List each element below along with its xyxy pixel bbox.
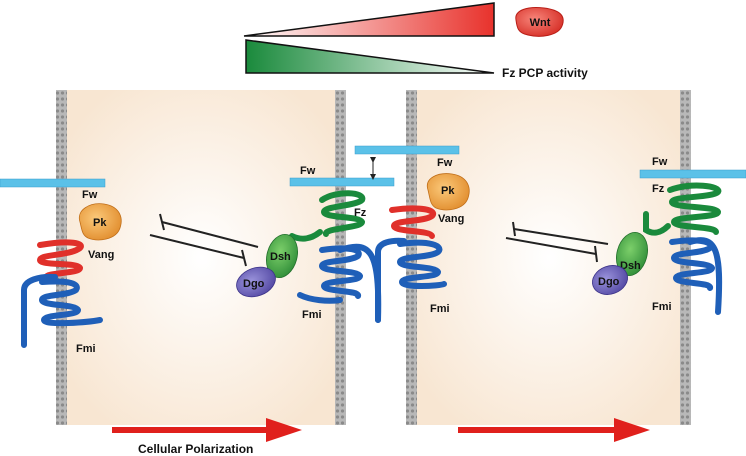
fmi-label-1: Fmi xyxy=(76,343,96,355)
cell2-complex: Fw Fz Fmi Dsh Dgo xyxy=(236,165,395,323)
fz-pcp-gradient-legend xyxy=(245,39,495,74)
polarization-arrow-2 xyxy=(458,418,650,442)
wnt-gradient-legend xyxy=(243,2,495,37)
pk-shape-3 xyxy=(426,173,470,211)
cell4-complex: Fw Fz Fmi Dsh Dgo xyxy=(592,156,746,315)
dsh-shape-2 xyxy=(266,233,298,279)
pk-shape-1 xyxy=(78,203,122,241)
dgo-shape-2 xyxy=(236,266,276,298)
dgo-label-4: Dgo xyxy=(598,276,620,288)
wnt-blob: Wnt xyxy=(515,7,564,37)
fw-bar-2 xyxy=(289,177,395,187)
cellular-polarization-label: Cellular Polarization xyxy=(138,442,253,456)
fz-protein-2 xyxy=(289,190,366,242)
wnt-shape xyxy=(515,7,564,37)
fmi-label-3: Fmi xyxy=(430,303,450,315)
fmi-protein-1 xyxy=(21,273,103,348)
fz-protein-4 xyxy=(643,182,722,236)
pk-label-1: Pk xyxy=(93,217,107,229)
vang-protein-3 xyxy=(389,205,437,239)
cell1-complex: Fw Pk Vang Fmi xyxy=(0,178,122,355)
membrane-4 xyxy=(680,90,691,425)
fmi-label-4: Fmi xyxy=(652,301,672,313)
fz-pcp-activity-label: Fz PCP activity xyxy=(502,66,588,80)
dsh-label-4: Dsh xyxy=(620,260,641,272)
inhibition-arrows-1 xyxy=(149,213,259,267)
inhibition-arrows-2 xyxy=(505,221,609,263)
fz-label-4: Fz xyxy=(652,183,665,195)
fw-label-4: Fw xyxy=(652,156,668,168)
cell3-complex: Fw Pk Vang Fmi xyxy=(354,145,470,323)
vang-label-1: Vang xyxy=(88,249,114,261)
fw-label-3: Fw xyxy=(437,157,453,169)
membrane-2 xyxy=(335,90,346,425)
fmi-protein-4 xyxy=(669,237,723,315)
pk-label-3: Pk xyxy=(441,185,455,197)
vang-protein-1 xyxy=(36,239,84,281)
dgo-shape-4 xyxy=(592,265,628,295)
fw-label-1: Fw xyxy=(82,189,98,201)
fz-label-2: Fz xyxy=(354,207,367,219)
polarization-arrow-1 xyxy=(112,418,302,442)
fw-label-2: Fw xyxy=(300,165,316,177)
dgo-label-2: Dgo xyxy=(243,278,265,290)
fw-bar-1 xyxy=(0,178,106,188)
fmi-label-2: Fmi xyxy=(302,309,322,321)
fmi-protein-3 xyxy=(375,237,447,323)
wnt-gradient-wedge xyxy=(243,2,495,37)
fw-bar-3 xyxy=(354,145,460,155)
membrane-1 xyxy=(56,90,67,425)
vang-label-3: Vang xyxy=(438,213,464,225)
fw-bar-4 xyxy=(639,169,746,179)
fz-pcp-gradient-wedge xyxy=(245,39,495,74)
dsh-label-2: Dsh xyxy=(270,251,291,263)
wnt-label: Wnt xyxy=(530,17,551,29)
